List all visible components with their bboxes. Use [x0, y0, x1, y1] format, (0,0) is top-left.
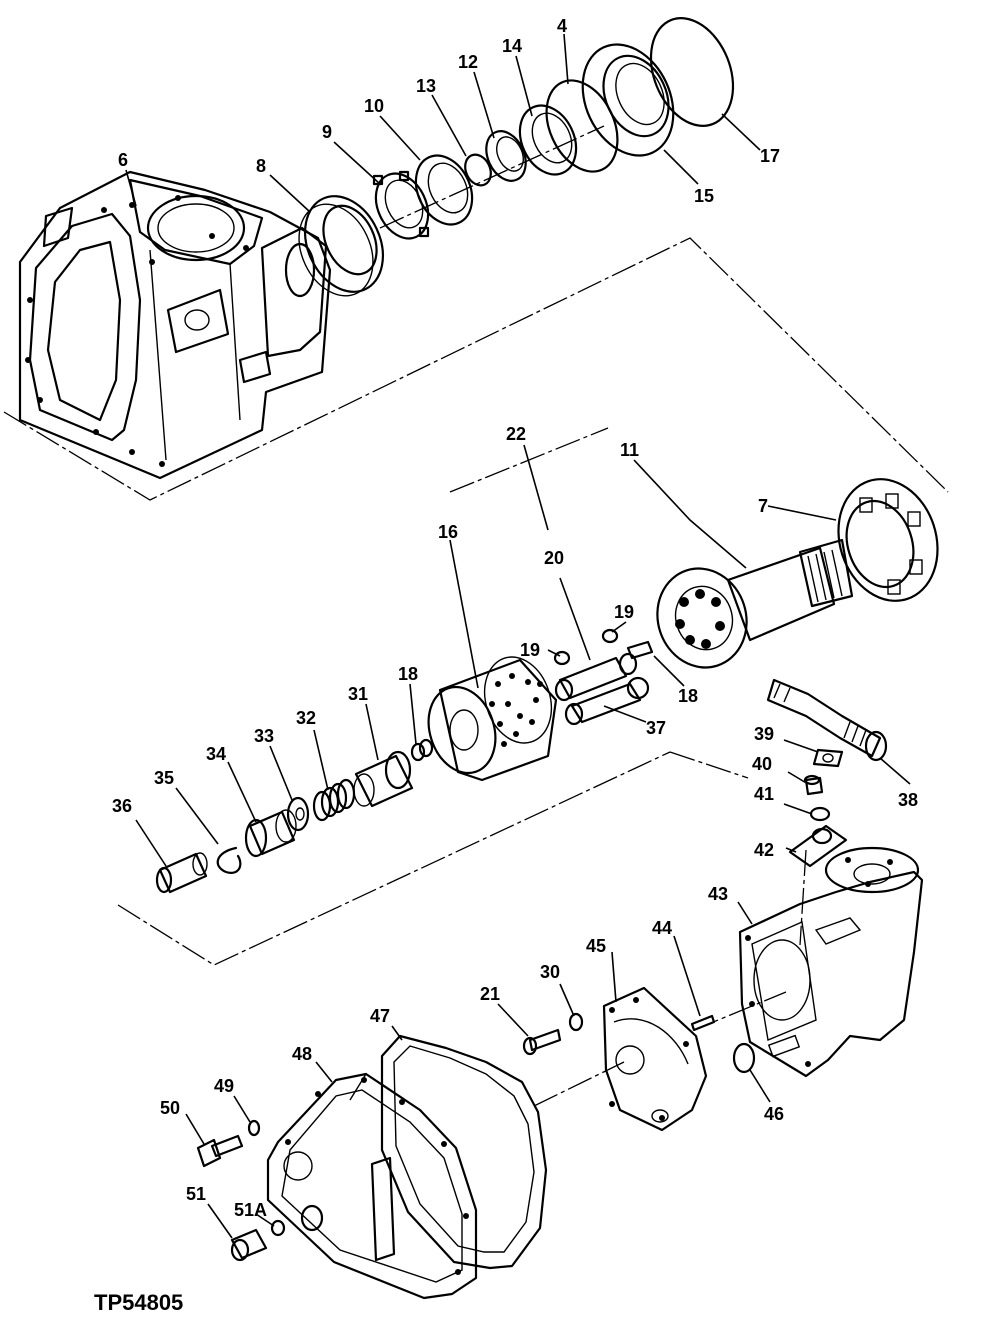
callout-4: 4	[557, 16, 567, 36]
callout-22: 22	[506, 424, 526, 444]
callout-32: 32	[296, 708, 316, 728]
bearing-part-8	[298, 195, 384, 297]
snap-ring-part-17	[649, 17, 735, 127]
valve-plate-part-45	[602, 986, 708, 1132]
shoe-part-19a	[553, 650, 571, 666]
callout-45: 45	[586, 936, 606, 956]
callout-6: 6	[118, 150, 128, 170]
callout-41: 41	[754, 784, 774, 804]
callout-34: 34	[206, 744, 226, 764]
screw-part-50	[196, 1134, 244, 1168]
callout-20: 20	[544, 548, 564, 568]
spring-part-32	[312, 778, 356, 822]
callout-9: 9	[322, 122, 332, 142]
callout-21: 21	[480, 984, 500, 1004]
pin-part-18a	[626, 640, 654, 660]
callout-12: 12	[458, 52, 478, 72]
callout-48: 48	[292, 1044, 312, 1064]
callout-31: 31	[348, 684, 368, 704]
callout-43: 43	[708, 884, 728, 904]
washer-part-33	[286, 796, 310, 832]
callout-38: 38	[898, 790, 918, 810]
plate-part-39	[812, 748, 844, 768]
callout-35: 35	[154, 768, 174, 788]
callout-16: 16	[438, 522, 458, 542]
callout-8: 8	[256, 156, 266, 176]
figure-reference: TP54805	[94, 1290, 183, 1315]
callout-36: 36	[112, 796, 132, 816]
callout-7: 7	[758, 496, 768, 516]
gasket-part-47	[380, 1034, 548, 1270]
callout-19-a: 19	[520, 640, 540, 660]
callout-39: 39	[754, 724, 774, 744]
o-ring-part-51a	[270, 1219, 286, 1237]
callout-18-b: 18	[678, 686, 698, 706]
shoe-part-19b	[601, 628, 619, 644]
spacer-part-13	[464, 153, 492, 187]
leader-lines	[125, 33, 911, 1239]
callout-44: 44	[652, 918, 672, 938]
washer-part-30	[568, 1012, 584, 1032]
callout-37: 37	[646, 718, 666, 738]
servo-piston-part-38	[766, 678, 888, 762]
retainer-part-34	[244, 809, 297, 858]
piston-part-37	[564, 676, 650, 726]
o-ring-part-46	[732, 1042, 756, 1074]
callout-17: 17	[760, 146, 780, 166]
callout-33: 33	[254, 726, 274, 746]
callout-labels: 4 6 7 8 9 10 11 12 13 14 15 16 17 18 18 …	[112, 16, 918, 1220]
callout-10: 10	[364, 96, 384, 116]
callout-11: 11	[620, 440, 639, 460]
callout-46: 46	[764, 1104, 784, 1124]
callout-40: 40	[752, 754, 772, 774]
housing-part-6	[18, 170, 332, 480]
piston-part-20	[554, 652, 638, 702]
callout-14: 14	[502, 36, 522, 56]
snap-ring-part-35	[216, 846, 242, 874]
end-cover-part-43	[738, 846, 924, 1078]
callout-15: 15	[694, 186, 714, 206]
washer-part-49	[247, 1119, 261, 1137]
callout-42: 42	[754, 840, 774, 860]
cover-part-42	[788, 824, 848, 868]
cover-part-15	[581, 43, 675, 157]
pin-part-44	[690, 1014, 716, 1032]
lock-nut-part-10	[414, 154, 474, 226]
callout-13: 13	[416, 76, 436, 96]
screw-part-21	[522, 1028, 562, 1056]
callout-51: 51	[186, 1184, 206, 1204]
callout-51a: 51A	[234, 1200, 267, 1220]
callout-49: 49	[214, 1076, 234, 1096]
shaft-part-11	[656, 538, 854, 669]
cover-part-48	[266, 1072, 478, 1300]
sleeve-part-31	[353, 750, 414, 808]
washer-part-41	[809, 806, 831, 822]
callout-18-a: 18	[398, 664, 418, 684]
lock-washer-part-9	[372, 170, 430, 240]
callout-19-b: 19	[614, 602, 634, 622]
pin-part-18b	[410, 738, 434, 762]
callout-50: 50	[160, 1098, 180, 1118]
callout-47: 47	[370, 1006, 390, 1026]
plug-part-51	[230, 1228, 268, 1262]
race-part-12	[485, 130, 527, 182]
bearing-part-14	[518, 104, 578, 176]
cylinder-block-part-16	[427, 656, 558, 782]
pin-part-36	[155, 852, 208, 894]
screw-part-40	[803, 774, 824, 796]
bearing-part-7	[837, 478, 939, 602]
callout-30: 30	[540, 962, 560, 982]
